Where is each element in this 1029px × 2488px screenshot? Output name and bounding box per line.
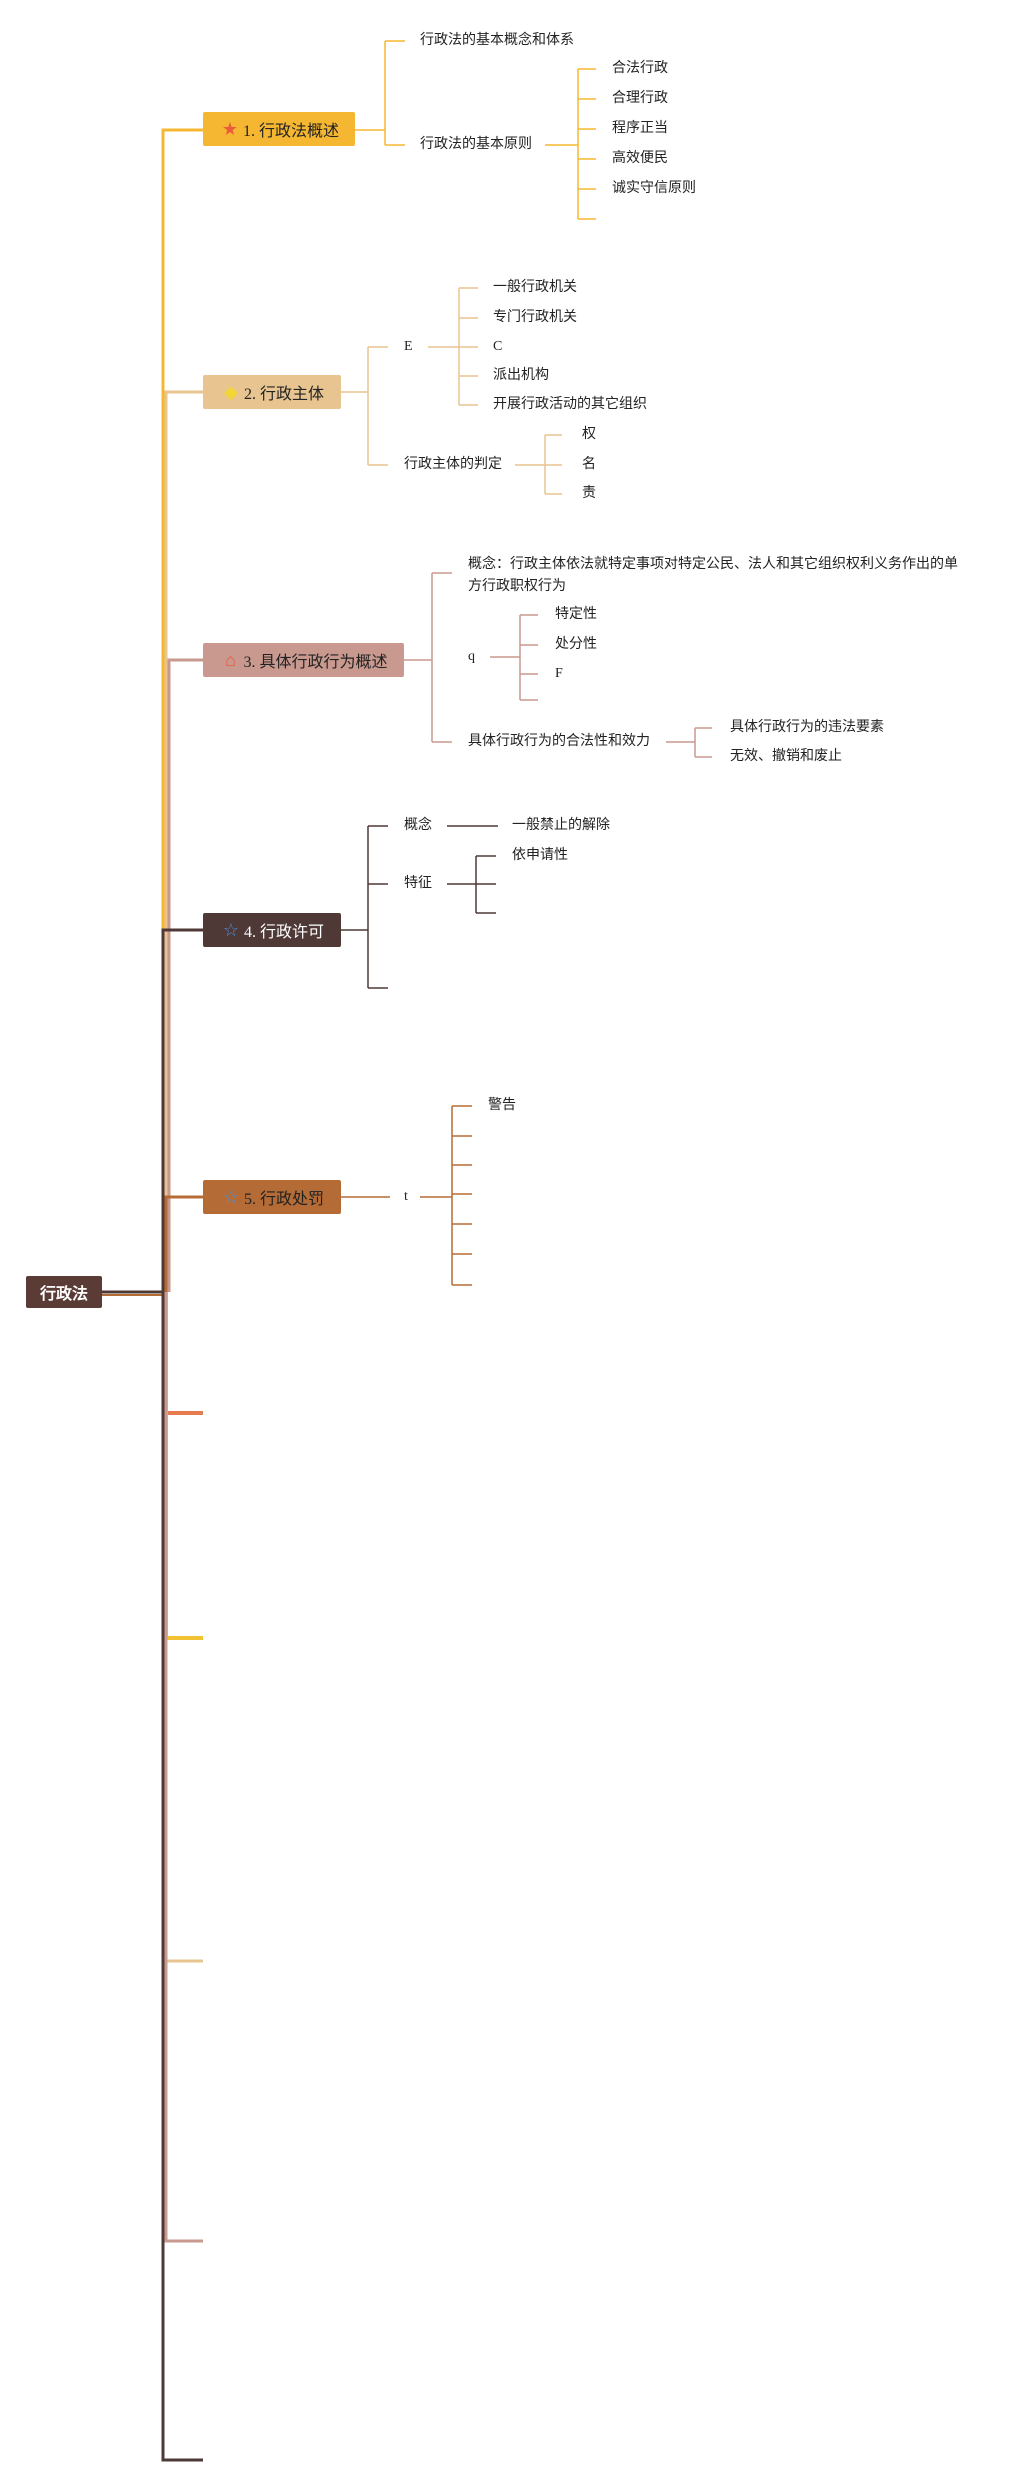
subtopic-2-1[interactable]: E	[404, 339, 413, 354]
leaf-3-2-1[interactable]: 特定性	[555, 607, 597, 622]
leaf-1-2-1[interactable]: 合法行政	[612, 61, 668, 76]
topic-label: 1. 行政法概述	[242, 123, 339, 140]
subtopic-3-1[interactable]: 概念：行政主体依法就特定事项对特定公民、法人和其它组织权利义务作出的单方行政职权…	[468, 557, 958, 594]
diamond-icon: ◆	[224, 381, 238, 402]
subtopic-3-3[interactable]: 具体行政行为的合法性和效力	[468, 734, 650, 749]
subtopic-5-1[interactable]: t	[404, 1189, 408, 1204]
leaf-2-1-3[interactable]: C	[493, 339, 503, 354]
leaf-2-2-1[interactable]: 权	[582, 427, 596, 442]
leaf-2-1-4[interactable]: 派出机构	[493, 368, 549, 383]
topic-label: 5. 行政处罚	[243, 1191, 324, 1208]
subtopic-1-2[interactable]: 行政法的基本原则	[420, 137, 532, 152]
topic-label: 3. 具体行政行为概述	[243, 654, 388, 671]
subtopic-4-1[interactable]: 概念	[404, 818, 432, 833]
subtopic-1-1[interactable]: 行政法的基本概念和体系	[420, 33, 574, 48]
root-node[interactable]: 行政法	[26, 1276, 102, 1308]
leaf-1-2-5[interactable]: 诚实守信原则	[612, 181, 696, 196]
leaf-2-2-3[interactable]: 责	[582, 486, 596, 501]
leaf-1-2-2[interactable]: 合理行政	[612, 91, 668, 106]
leaf-2-1-2[interactable]: 专门行政机关	[493, 310, 577, 325]
topic-node-1[interactable]: ★ 1. 行政法概述	[203, 112, 355, 146]
topic-node-3[interactable]: ⌂ 3. 具体行政行为概述	[203, 643, 404, 677]
leaf-3-2-2[interactable]: 处分性	[555, 637, 597, 652]
leaf-1-2-4[interactable]: 高效便民	[612, 151, 668, 166]
subtopic-2-2[interactable]: 行政主体的判定	[404, 457, 502, 472]
topic-label: 4. 行政许可	[243, 924, 324, 941]
leaf-1-2-3[interactable]: 程序正当	[612, 121, 668, 136]
star-icon: ★	[221, 118, 239, 139]
leaf-2-2-2[interactable]: 名	[582, 457, 596, 472]
topic-label: 2. 行政主体	[243, 386, 324, 403]
leaf-3-2-3[interactable]: F	[555, 666, 563, 681]
star-outline-icon: ☆	[222, 919, 240, 940]
topic-node-4[interactable]: ☆ 4. 行政许可	[203, 913, 341, 947]
leaf-5-1-1[interactable]: 警告	[488, 1098, 516, 1113]
leaf-4-1-1[interactable]: 一般禁止的解除	[512, 818, 610, 833]
house-icon: ⌂	[225, 649, 236, 670]
star-outline-icon: ☆	[222, 1186, 240, 1207]
leaf-2-1-5[interactable]: 开展行政活动的其它组织	[493, 397, 647, 412]
leaf-4-2-1[interactable]: 依申请性	[512, 848, 568, 863]
leaf-3-3-1[interactable]: 具体行政行为的违法要素	[730, 720, 884, 735]
leaf-2-1-1[interactable]: 一般行政机关	[493, 280, 577, 295]
leaf-3-3-2[interactable]: 无效、撤销和废止	[730, 749, 842, 764]
topic-node-5[interactable]: ☆ 5. 行政处罚	[203, 1180, 341, 1214]
topic-node-2[interactable]: ◆ 2. 行政主体	[203, 375, 341, 409]
subtopic-4-2[interactable]: 特征	[404, 876, 432, 891]
subtopic-3-2[interactable]: q	[468, 649, 475, 664]
